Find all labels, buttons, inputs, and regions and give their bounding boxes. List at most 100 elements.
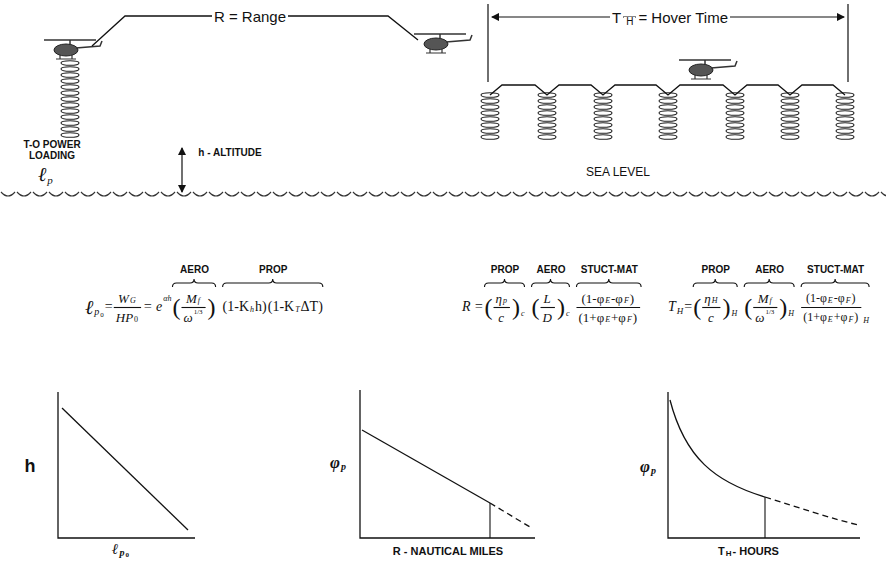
equation-term: L: [544, 292, 551, 305]
graph-line: [62, 408, 188, 530]
altitude-arrow: [181, 148, 182, 192]
equation-term: c: [498, 311, 504, 324]
equation-term: +φ: [834, 311, 848, 323]
equation-term: H: [624, 17, 635, 27]
group-brace: [801, 279, 869, 287]
graph-line: [362, 430, 490, 503]
group-brace: [532, 279, 570, 287]
equation-term: H: [677, 307, 684, 316]
annotation-text: R = Range: [212, 9, 288, 24]
equation-term: (: [532, 295, 540, 319]
equation-term: H: [863, 317, 869, 325]
equation-term: M: [758, 292, 769, 305]
equation-term: ): [852, 292, 856, 304]
equation-term: h: [250, 306, 254, 314]
graph-extension: [490, 503, 530, 527]
equation-term: F: [846, 297, 851, 305]
group-label: PROP: [259, 265, 287, 275]
group-brace: [172, 279, 215, 287]
helicopter: [44, 40, 102, 59]
equation-term: H: [788, 310, 794, 318]
equation-term: (1-K: [223, 300, 249, 314]
equation-term: ): [854, 311, 858, 323]
equation-term: ): [630, 292, 634, 305]
equation-term: c: [521, 310, 525, 318]
equation-term: ω: [755, 311, 764, 324]
hover-tick: [488, 4, 848, 82]
fraction-bar: [801, 307, 861, 308]
helicopter: [414, 34, 472, 53]
equation-term: E: [828, 316, 833, 324]
equation-term: = e: [143, 300, 162, 314]
equation-term: F: [624, 297, 629, 305]
coil: [59, 60, 81, 138]
coil: [657, 92, 679, 140]
equation-term: =: [684, 300, 692, 314]
equation-term: p: [47, 175, 53, 186]
equation-term: (1-φ: [581, 292, 604, 305]
equation-term: ℓ: [112, 542, 118, 557]
equation-term: ): [557, 295, 565, 319]
group-brace: [223, 279, 323, 287]
coil: [834, 92, 856, 140]
equation-term: W: [118, 292, 129, 305]
graph-axes: [668, 392, 860, 538]
equation-term: f: [770, 297, 772, 305]
graph-axes: [58, 392, 195, 538]
limit-line: [489, 503, 490, 538]
equation-term: η: [704, 292, 710, 305]
coil: [779, 92, 801, 140]
equation-term: ): [633, 311, 637, 324]
equation-term: (1-K: [268, 300, 294, 314]
equation-term: p: [651, 466, 656, 476]
equation-term: (: [693, 295, 701, 319]
equation-term: E: [828, 297, 833, 305]
equation-term: D: [543, 311, 552, 324]
equation-term: F: [848, 316, 853, 324]
equation-term: ℓ: [38, 164, 46, 184]
coil: [536, 92, 558, 140]
group-label: PROP: [491, 265, 519, 275]
equation-term: ℓ: [85, 297, 93, 317]
equation-term: E: [605, 316, 610, 324]
annotation-text: T-O POWER LOADING: [10, 139, 94, 162]
equation-term: p: [341, 462, 346, 472]
equation-term: (1+φ: [578, 311, 604, 324]
equation-term: HP: [116, 311, 133, 324]
equation-term: E: [605, 297, 610, 305]
fraction-bar: [114, 307, 141, 308]
equation-term: f: [198, 297, 200, 305]
equation-term: 0: [134, 316, 138, 324]
equation-term: αh: [163, 295, 171, 303]
group-brace: [744, 279, 794, 287]
equation-term: (: [172, 295, 180, 319]
coil: [724, 92, 746, 140]
equation-term: +φ: [611, 311, 626, 324]
group-brace: [693, 279, 737, 287]
annotation-text: h - ALTITUDE: [198, 148, 261, 158]
equation-term: (1+φ: [803, 311, 827, 323]
annotation-text: SEA LEVEL: [586, 166, 650, 178]
equation-term: (: [485, 295, 493, 319]
equation-term: H: [731, 310, 737, 318]
group-label: AERO: [537, 265, 566, 275]
limit-line: [764, 497, 765, 538]
fraction-bar: [576, 307, 640, 308]
equation-term: T: [610, 10, 623, 25]
sea-waves: [0, 190, 886, 200]
equation-term: =: [105, 300, 113, 314]
group-label: AERO: [180, 265, 209, 275]
equation-term: ): [779, 295, 787, 319]
equation-term: -φ: [834, 292, 845, 304]
equation-term: c: [566, 310, 570, 318]
annotation-text: h: [25, 457, 36, 475]
equation-term: p: [119, 548, 124, 558]
equation-term: T: [295, 306, 299, 314]
equation-term: T: [668, 300, 676, 314]
equation-term: G: [130, 297, 136, 305]
fraction-bar: [494, 307, 510, 308]
coil: [592, 92, 614, 140]
equation-term: (: [744, 295, 752, 319]
